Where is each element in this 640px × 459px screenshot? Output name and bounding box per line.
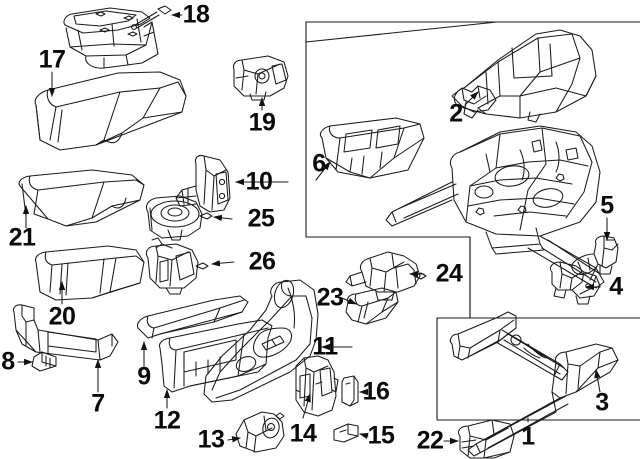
callout-label-17[interactable]: 17 [38, 45, 66, 74]
callout-label-5[interactable]: 5 [600, 191, 614, 220]
part-11-trim-outer [203, 279, 319, 403]
part-9-shield-upper [137, 295, 249, 339]
callout-label-23[interactable]: 23 [316, 283, 344, 312]
part-8-clip [31, 351, 57, 372]
part-7-side-trim [12, 304, 119, 361]
callout-label-18[interactable]: 18 [182, 0, 210, 29]
callout-label-16[interactable]: 16 [362, 377, 390, 406]
callout-label-11[interactable]: 11 [312, 332, 338, 361]
part-14-switch-assy [295, 355, 339, 417]
callout-label-15[interactable]: 15 [367, 421, 395, 450]
part-22-end-cover [457, 419, 515, 459]
callout-label-26[interactable]: 26 [248, 247, 276, 276]
callout-line-13 [227, 436, 241, 443]
part-21-cover [18, 169, 145, 227]
callout-line-26 [211, 260, 235, 267]
part-4-drive-motor [549, 261, 601, 305]
callout-label-8[interactable]: 8 [1, 347, 15, 376]
callout-line-15 [359, 432, 369, 440]
part-17-cushion-frame [63, 7, 159, 69]
part-15-trim-wedge [333, 423, 359, 443]
part-25-lumbar-actuator [145, 195, 213, 241]
callout-label-19[interactable]: 19 [248, 108, 276, 137]
part-23-cover-panel [345, 287, 399, 325]
callout-label-14[interactable]: 14 [289, 419, 317, 448]
callout-label-7[interactable]: 7 [91, 389, 105, 418]
main-seat-frame-assembly [385, 125, 605, 289]
part-24-gear-housing [345, 251, 427, 301]
callout-label-3[interactable]: 3 [595, 388, 609, 417]
callout-label-9[interactable]: 9 [137, 362, 151, 391]
callout-label-20[interactable]: 20 [48, 302, 76, 331]
part-12-shield-lower [159, 319, 273, 393]
callout-line-2 [464, 91, 479, 106]
part-10-recliner-bracket [175, 154, 231, 213]
callout-label-10[interactable]: 10 [245, 167, 273, 196]
part-20-pad [35, 245, 145, 301]
callout-line-23 [341, 297, 357, 305]
part-26-adjuster-motor [145, 237, 209, 295]
upper-frame-angled-edge [305, 21, 498, 43]
part-6-support-panel [319, 117, 425, 179]
callout-label-13[interactable]: 13 [197, 425, 225, 454]
part-18-fastener [131, 5, 172, 30]
callout-label-2[interactable]: 2 [449, 99, 463, 128]
part-17-cushion-pad [34, 71, 187, 151]
part-19-motor-bracket [232, 55, 289, 101]
part-13-control-switch [235, 411, 285, 453]
callout-label-12[interactable]: 12 [153, 406, 181, 435]
part-2-back-frame [453, 29, 597, 123]
callout-label-24[interactable]: 24 [435, 259, 463, 288]
callout-label-4[interactable]: 4 [609, 272, 623, 301]
part-16-trim-cap [341, 375, 359, 407]
callout-line-14 [302, 393, 311, 419]
callout-label-6[interactable]: 6 [312, 149, 326, 178]
callout-line-3 [594, 369, 601, 393]
callout-label-21[interactable]: 21 [8, 223, 36, 252]
callout-label-22[interactable]: 22 [416, 426, 444, 455]
lower-assembly-frame [436, 317, 640, 421]
callout-label-1[interactable]: 1 [521, 422, 535, 451]
callout-label-25[interactable]: 25 [247, 204, 275, 233]
callout-line-25 [213, 214, 233, 222]
part-2-clip-detail [451, 85, 497, 113]
part-1-track-assembly [449, 311, 619, 457]
callout-line-6 [315, 161, 331, 181]
